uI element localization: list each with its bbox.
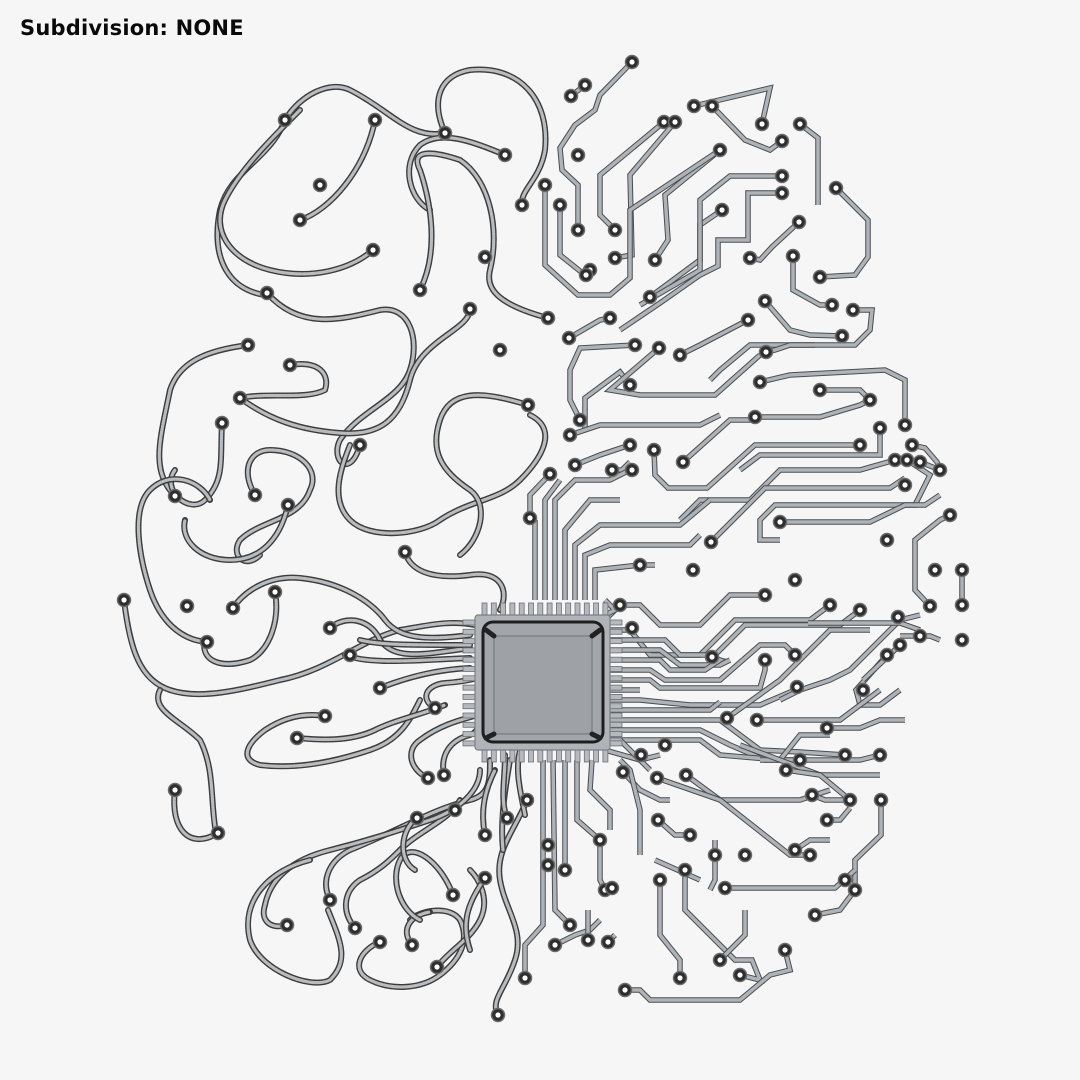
right-hemisphere-traces	[527, 60, 965, 608]
left-hemisphere-wires	[121, 66, 551, 1018]
microchip	[462, 602, 623, 763]
solder-pads	[116, 54, 970, 1023]
chip-fanout-traces	[522, 467, 942, 1003]
subdivision-label: Subdivision: NONE	[20, 16, 244, 40]
